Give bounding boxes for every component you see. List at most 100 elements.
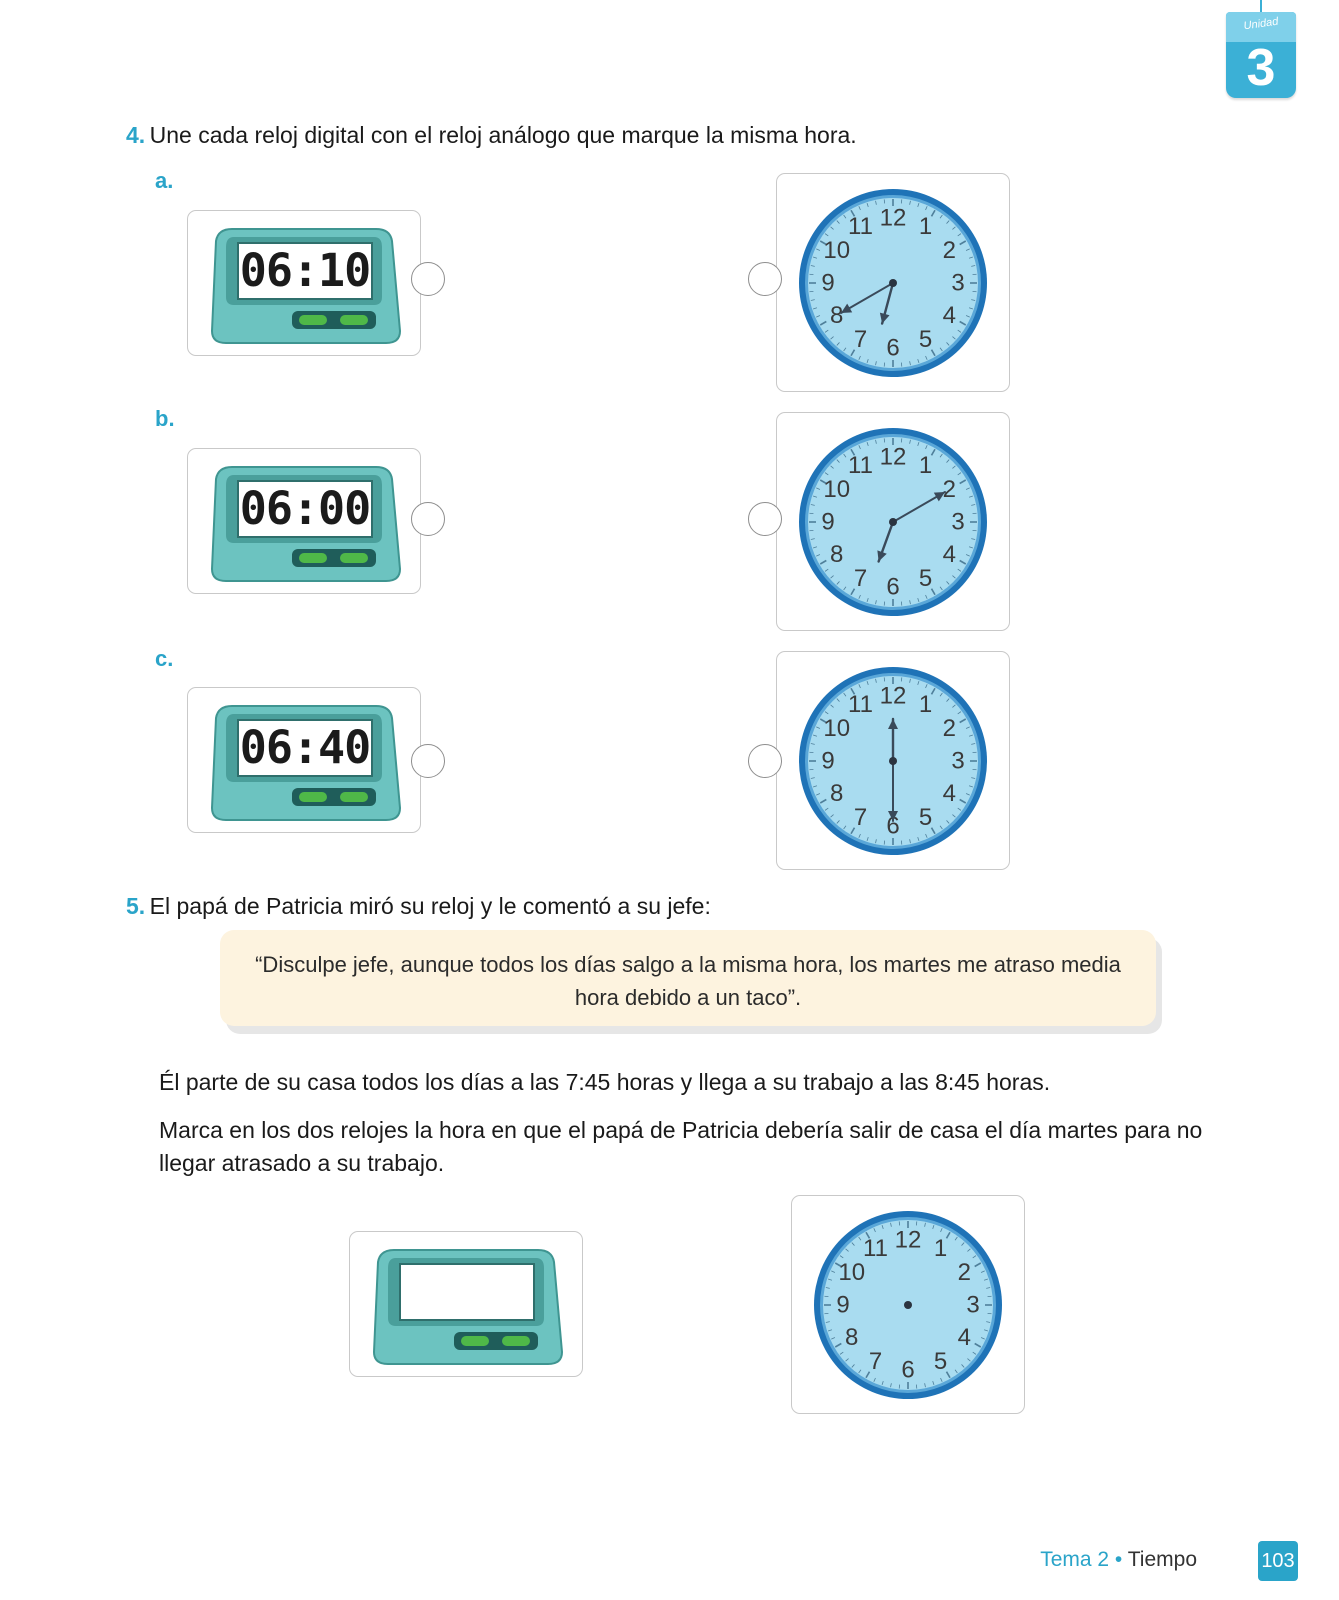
clock-tick <box>965 726 970 729</box>
clock-tick <box>924 1222 926 1227</box>
clock-number: 4 <box>958 1324 971 1351</box>
minute-hand-tip <box>888 811 898 821</box>
clock-tick <box>812 785 818 788</box>
clock-tick <box>971 777 976 779</box>
clock-number: 5 <box>919 804 932 831</box>
clock-tick <box>865 1371 871 1379</box>
clock-tick <box>909 600 911 605</box>
clock-number: 12 <box>880 205 907 232</box>
clock-tick <box>836 342 840 346</box>
clock-tick <box>819 320 827 326</box>
match-dot-digital-c[interactable] <box>411 744 445 778</box>
clock-number: 2 <box>958 1259 971 1286</box>
clock-tick <box>843 214 847 219</box>
clock-tick <box>819 798 827 804</box>
question-4: 4. Une cada reloj digital con el reloj a… <box>126 122 857 149</box>
clock-number: 5 <box>934 1348 947 1375</box>
clock-number: 4 <box>943 302 956 329</box>
clock-tick <box>824 233 829 237</box>
clock-number: 10 <box>823 476 850 503</box>
clock-tick <box>925 684 928 689</box>
clock-tick <box>875 361 877 366</box>
clock-tick <box>925 206 928 211</box>
match-dot-digital-b[interactable] <box>411 502 445 536</box>
clock-tick <box>825 1287 830 1289</box>
clock-tick <box>986 1287 991 1289</box>
match-dot-analog-2[interactable] <box>748 502 782 536</box>
digital-clock-card-c: 06:40 <box>187 687 421 833</box>
clock-tick <box>830 704 834 708</box>
clock-tick <box>873 1377 876 1382</box>
clock-tick <box>836 581 840 585</box>
footer-topic-label: Tema 2 <box>1040 1548 1110 1571</box>
clock-tick <box>812 495 818 498</box>
clock-tick <box>825 1321 830 1323</box>
clock-tick <box>858 1236 862 1241</box>
clock-tick <box>968 307 974 310</box>
clock-number: 1 <box>919 691 932 718</box>
clock-number: 9 <box>821 270 834 297</box>
clock-number: 1 <box>919 452 932 479</box>
clock-tick <box>836 698 840 702</box>
clock-tick <box>831 1270 836 1273</box>
clock-tick <box>971 504 976 506</box>
clock-tick <box>961 1242 965 1246</box>
clock-tick <box>858 833 861 838</box>
clock-tick <box>824 711 829 715</box>
clock-number: 10 <box>823 715 850 742</box>
clock-tick <box>858 684 861 689</box>
clock-tick <box>839 1351 844 1355</box>
clock-tick <box>812 546 818 549</box>
digital-time-a: 06:10 <box>240 244 370 297</box>
clock-number: 5 <box>919 326 932 353</box>
clock-tick <box>810 538 815 540</box>
clock-number: 7 <box>854 804 867 831</box>
match-dot-analog-3[interactable] <box>748 744 782 778</box>
clock-tick <box>983 1329 989 1332</box>
clock-tick <box>866 680 869 686</box>
digital-clock-card-b: 06:00 <box>187 448 421 594</box>
quote-text: “Disculpe jefe, aunque todos los días sa… <box>255 952 1121 1010</box>
clock-number: 11 <box>848 452 873 479</box>
clock-tick <box>959 559 967 565</box>
hour-hand-tip <box>888 719 898 729</box>
hour-hand-tip <box>877 550 887 562</box>
match-dot-analog-1[interactable] <box>748 262 782 296</box>
unit-tab: Unidad 3 <box>1226 0 1296 98</box>
clock-number: 4 <box>943 780 956 807</box>
quote-box-background <box>220 930 1156 1026</box>
clock-tick <box>909 839 911 844</box>
clock-tick <box>819 240 827 246</box>
clock-tick <box>858 594 861 599</box>
clock-tick <box>850 349 856 357</box>
clock-tick <box>850 827 856 835</box>
digital-answer-display[interactable] <box>399 1263 535 1321</box>
clock-tick <box>812 734 818 737</box>
clock-tick <box>816 248 821 251</box>
match-dot-digital-a[interactable] <box>411 262 445 296</box>
clock-tick <box>925 355 928 360</box>
clock-tick <box>890 1383 892 1388</box>
clock-tick <box>952 575 956 579</box>
clock-number: 2 <box>943 715 956 742</box>
digital-clock-c: 06:40 <box>210 705 402 821</box>
digital-time-c: 06:40 <box>240 721 370 774</box>
clock-tick <box>836 459 840 463</box>
clock-tick <box>843 453 847 458</box>
clock-number: 11 <box>848 213 873 240</box>
clock-center <box>889 518 897 526</box>
clock-tick <box>881 1224 884 1230</box>
clock-tick <box>930 448 936 456</box>
clock-tick <box>917 836 920 842</box>
clock-tick <box>843 586 847 591</box>
minute-hand-tip <box>933 492 945 502</box>
clock-tick <box>980 1337 985 1340</box>
clock-tick <box>939 453 943 458</box>
clock-tick <box>824 329 829 333</box>
clock-tick <box>968 734 974 737</box>
clock-tick <box>830 226 834 230</box>
clock-tick <box>858 445 861 450</box>
question-text: Une cada reloj digital con el reloj anál… <box>149 122 857 148</box>
